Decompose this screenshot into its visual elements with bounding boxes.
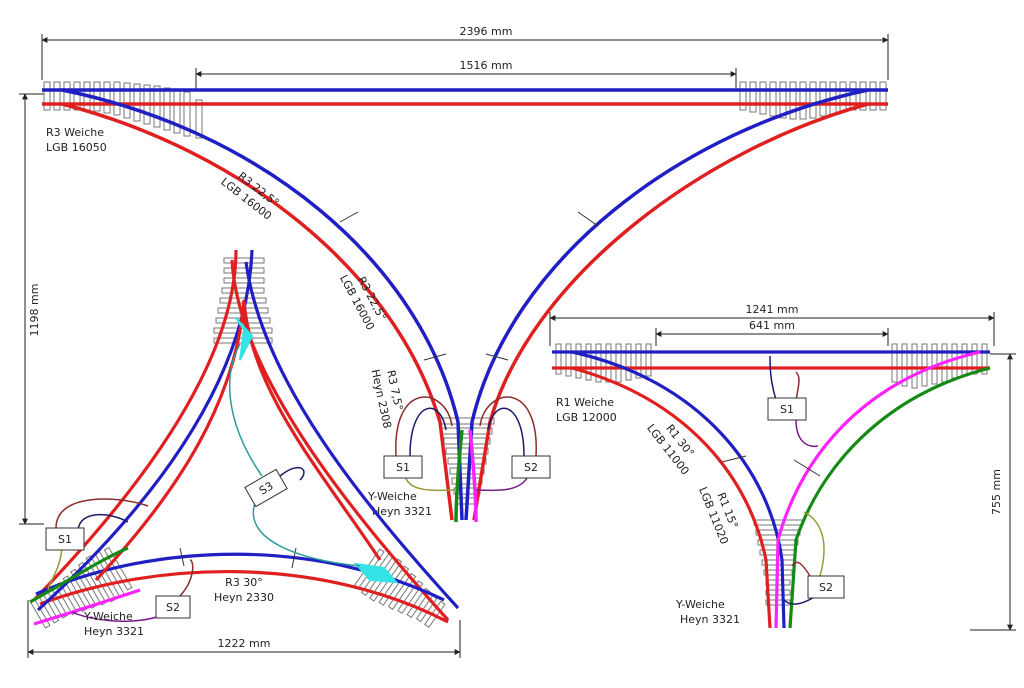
tri-inner-red-left xyxy=(94,299,246,582)
tri-curve-label-1: R3 30° xyxy=(225,576,263,589)
right-curve-a-label: R1 30° LGB 11000 xyxy=(644,422,697,478)
top-dim-inner: 1516 mm xyxy=(195,59,737,90)
top-box-s2: S2 xyxy=(511,455,551,479)
right-dim-height: 755 mm xyxy=(970,353,1016,631)
right-turnout-label-2: LGB 12000 xyxy=(556,411,617,424)
top-right-curve-red xyxy=(472,102,869,521)
right-curve-green xyxy=(788,366,991,629)
tri-wire-s3-a xyxy=(229,343,263,477)
right-dim-total: 1241 mm xyxy=(549,303,995,346)
top-left-curve-red xyxy=(61,102,454,521)
tri-box-s3: S3 xyxy=(244,468,288,508)
top-curve-b-label: R3 22,5° LGB 16000 xyxy=(337,273,389,333)
tri-joint-ticks xyxy=(179,547,297,569)
tri-s2-label: S2 xyxy=(166,601,180,614)
top-wire-s2-b xyxy=(487,407,525,457)
tri-y-green xyxy=(29,546,129,604)
top-wire-s2-a xyxy=(479,396,537,457)
triangle-layout: 1222 mm S xyxy=(27,249,461,658)
top-wire-s1-c xyxy=(404,475,457,492)
right-dim-total-label: 1241 mm xyxy=(746,303,799,316)
top-curve-c-label: R3 7,5° Heyn 2308 xyxy=(369,368,406,429)
top-y-label-2: Heyn 3321 xyxy=(372,505,432,518)
right-curve-magenta xyxy=(774,350,981,629)
right-box-s1: S1 xyxy=(767,397,807,421)
tri-dim-width: 1222 mm xyxy=(27,600,461,658)
right-curve-b-label: R1 15° LGB 11020 xyxy=(696,485,741,546)
top-wire-s1-a xyxy=(395,396,453,457)
tri-box-s1: S1 xyxy=(45,527,85,551)
tri-wire-s2-b xyxy=(71,611,161,622)
top-dim-height-label: 1198 mm xyxy=(28,284,41,337)
tri-dim-width-label: 1222 mm xyxy=(218,637,271,650)
right-y-label-2: Heyn 3321 xyxy=(680,613,740,626)
tri-wire-s1-a xyxy=(55,498,149,529)
tri-right-edge-blue xyxy=(244,261,460,610)
tri-s1-label: S1 xyxy=(58,533,72,546)
right-dim-inner: 641 mm xyxy=(655,319,889,346)
right-y-label-1: Y-Weiche xyxy=(675,598,725,611)
top-wire-s2-c xyxy=(475,475,529,492)
right-s1-label: S1 xyxy=(780,403,794,416)
tri-y-magenta xyxy=(33,588,141,626)
top-turnout-label-1: R3 Weiche xyxy=(46,126,104,139)
top-turnout-label-2: LGB 16050 xyxy=(46,141,107,154)
right-wire-s2-c xyxy=(791,561,811,577)
tri-left-edge-blue xyxy=(36,249,254,612)
right-turnout-label-1: R1 Weiche xyxy=(556,396,614,409)
tri-bottom-edge-red xyxy=(39,569,449,624)
right-layout: 1241 mm 641 mm 755 mm xyxy=(549,303,1016,631)
top-s2-label: S2 xyxy=(524,461,538,474)
right-wire-s1-b xyxy=(795,371,800,401)
top-right-curve-blue xyxy=(464,88,869,521)
right-dim-inner-label: 641 mm xyxy=(749,319,795,332)
top-right-turnout-ties xyxy=(739,81,887,120)
top-y-magenta xyxy=(468,429,478,523)
right-wire-s1-c xyxy=(795,419,819,448)
right-wire-s2-a xyxy=(803,511,825,577)
top-y-label-1: Y-Weiche xyxy=(367,490,417,503)
right-wire-s1-a xyxy=(769,355,777,401)
top-s1-label: S1 xyxy=(396,461,410,474)
tri-box-s2: S2 xyxy=(155,595,191,619)
tri-top-frog xyxy=(235,317,254,361)
top-box-s1: S1 xyxy=(383,455,423,479)
top-joint-ticks xyxy=(339,211,599,361)
top-left-curve-blue xyxy=(61,88,464,521)
tri-wire-s3-c xyxy=(279,466,305,481)
tri-wire-s1-b xyxy=(77,513,129,531)
tri-s3-label: S3 xyxy=(257,479,276,497)
top-wire-s1-b xyxy=(409,407,447,457)
tri-right-frog xyxy=(353,562,399,584)
tri-wire-s2-a xyxy=(177,559,194,599)
right-curve-blue xyxy=(571,350,786,629)
top-dim-total: 2396 mm xyxy=(41,25,889,80)
tri-y-label-2: Heyn 3321 xyxy=(84,625,144,638)
right-box-s2: S2 xyxy=(807,575,845,599)
top-y-green xyxy=(454,429,464,523)
tri-y-label-1: Y-Weiche xyxy=(83,610,133,623)
right-s2-label: S2 xyxy=(819,581,833,594)
tri-wire-s3-b xyxy=(252,499,361,567)
top-dim-inner-label: 1516 mm xyxy=(460,59,513,72)
right-curve-red xyxy=(571,366,772,629)
tri-right-edge-red xyxy=(230,259,450,622)
tri-curve-label-2: Heyn 2330 xyxy=(214,591,274,604)
top-dim-height: 1198 mm xyxy=(19,93,44,525)
right-joint-ticks xyxy=(721,455,821,477)
right-left-ties xyxy=(555,343,652,383)
right-dim-height-label: 755 mm xyxy=(990,469,1003,515)
tri-wire-s1-c xyxy=(47,547,63,591)
top-layout: 2396 mm 1516 mm 1198 mm xyxy=(19,25,889,525)
top-dim-total-label: 2396 mm xyxy=(460,25,513,38)
